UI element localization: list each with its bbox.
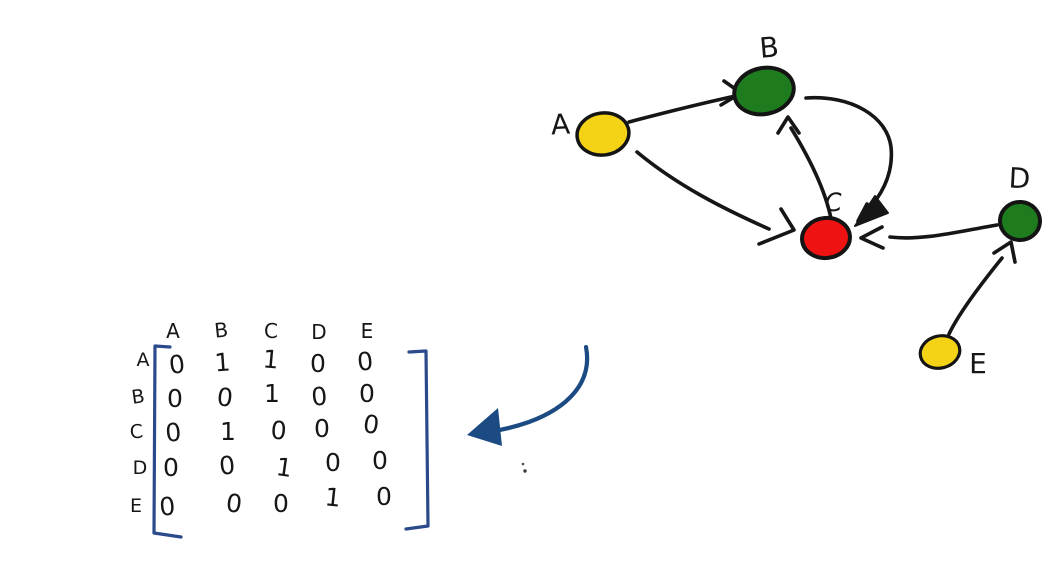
node-C [800, 215, 852, 261]
edge-A-B [627, 93, 742, 124]
graph: A B C D E [550, 30, 1042, 380]
edge-D-C [888, 223, 999, 240]
matrix-cell: 0 [163, 453, 179, 482]
node-label-B: B [758, 30, 780, 65]
matrix-col-header-D: D [311, 320, 326, 344]
matrix-cell: 0 [310, 381, 328, 411]
ink-speck [523, 469, 527, 473]
node-A [575, 111, 631, 157]
matrix-row-header-D: D [133, 457, 148, 479]
edge-E-D-arrowhead-icon [992, 240, 1017, 264]
matrix-cell: 0 [167, 384, 183, 413]
matrix-right-bracket [404, 349, 430, 531]
graph-node-labels: A B C D E [550, 30, 1031, 380]
adjacency-matrix: A B C D E A B C D E 0 1 1 0 0 [129, 317, 430, 539]
matrix-col-header-C: C [264, 319, 278, 343]
matrix-row-header-B: B [130, 385, 146, 409]
matrix-cell: 0 [359, 379, 375, 408]
edge-C-B-arrowhead-icon [776, 115, 801, 135]
matrix-cell: 0 [167, 349, 186, 380]
matrix-cell: 0 [372, 446, 388, 475]
edge-E-D [947, 256, 1004, 336]
matrix-col-header-E: E [361, 319, 374, 343]
graph-nodes [575, 65, 1042, 370]
node-label-E: E [969, 347, 987, 380]
matrix-col-header-B: B [213, 317, 229, 342]
matrix-col-header-A: A [166, 319, 180, 343]
matrix-cell: 1 [213, 348, 231, 378]
node-label-A: A [550, 108, 571, 142]
edge-D-C-arrowhead-icon [859, 225, 885, 250]
matrix-cell: 0 [164, 417, 182, 447]
edge-B-C-arrowhead-icon [854, 195, 889, 227]
matrix-row-header-E: E [130, 495, 142, 517]
matrix-cell: 1 [274, 452, 294, 483]
matrix-cell: 0 [325, 448, 341, 477]
matrix-cell: 0 [224, 488, 243, 519]
annotation-arrowhead-icon [467, 408, 502, 446]
graph-edges [627, 79, 1017, 336]
matrix-column-headers: A B C D E [166, 317, 373, 344]
matrix-cell: 1 [262, 344, 280, 374]
matrix-cell: 0 [361, 409, 381, 440]
node-label-C: C [824, 187, 844, 217]
matrix-cell: 1 [323, 482, 342, 513]
matrix-cell: 1 [264, 379, 280, 408]
matrix-cell: 0 [218, 450, 237, 481]
matrix-row-header-A: A [137, 349, 150, 371]
edge-B-C-arrowhead-scribble [856, 202, 869, 223]
annotation-arrow [467, 344, 590, 473]
matrix-cell: 0 [314, 414, 330, 443]
edge-B-C [804, 95, 894, 213]
matrix-cell: 1 [220, 417, 236, 446]
matrix-cell: 0 [215, 382, 234, 413]
matrix-cell: 0 [356, 346, 375, 377]
matrix-left-bracket [152, 344, 183, 539]
matrix-cell: 0 [273, 489, 289, 518]
edge-C-B [789, 126, 834, 226]
matrix-row-headers: A B C D E [129, 349, 150, 517]
matrix-cells: 0 1 1 0 0 0 0 1 0 0 0 1 0 0 0 0 0 1 [158, 344, 392, 521]
matrix-cell: 0 [376, 482, 392, 511]
node-D [998, 199, 1042, 243]
edge-A-C [635, 150, 771, 231]
ink-speck [521, 462, 525, 466]
edge-A-C-arrowhead-icon [757, 207, 796, 246]
matrix-cell: 0 [158, 491, 176, 521]
matrix-cell: 0 [270, 416, 288, 446]
node-E [918, 334, 962, 370]
matrix-row-header-C: C [129, 420, 144, 443]
node-B [732, 65, 796, 117]
node-label-D: D [1008, 161, 1031, 195]
matrix-cell: 0 [310, 349, 326, 378]
